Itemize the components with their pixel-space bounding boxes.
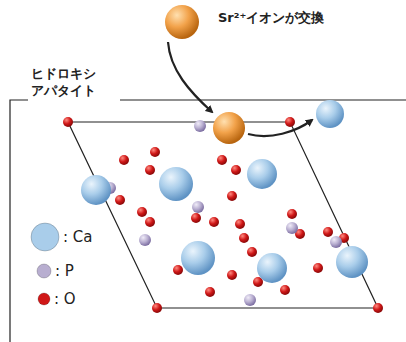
o-legend-text: : O <box>54 290 76 308</box>
p-legend-swatch <box>36 263 52 279</box>
o-legend-row: : O <box>37 290 76 308</box>
o-legend-swatch <box>37 292 51 306</box>
ca-legend-text: : Ca <box>63 228 93 246</box>
exchange-note: Sr²⁺イオンが交換 <box>218 10 324 26</box>
crystal-name: ヒドロキシ アパタイト <box>28 66 114 100</box>
ca-legend-row: : Ca <box>30 222 93 252</box>
p-legend-row: : P <box>36 262 74 280</box>
p-legend-text: : P <box>55 262 74 280</box>
ca-legend-swatch <box>30 222 60 252</box>
